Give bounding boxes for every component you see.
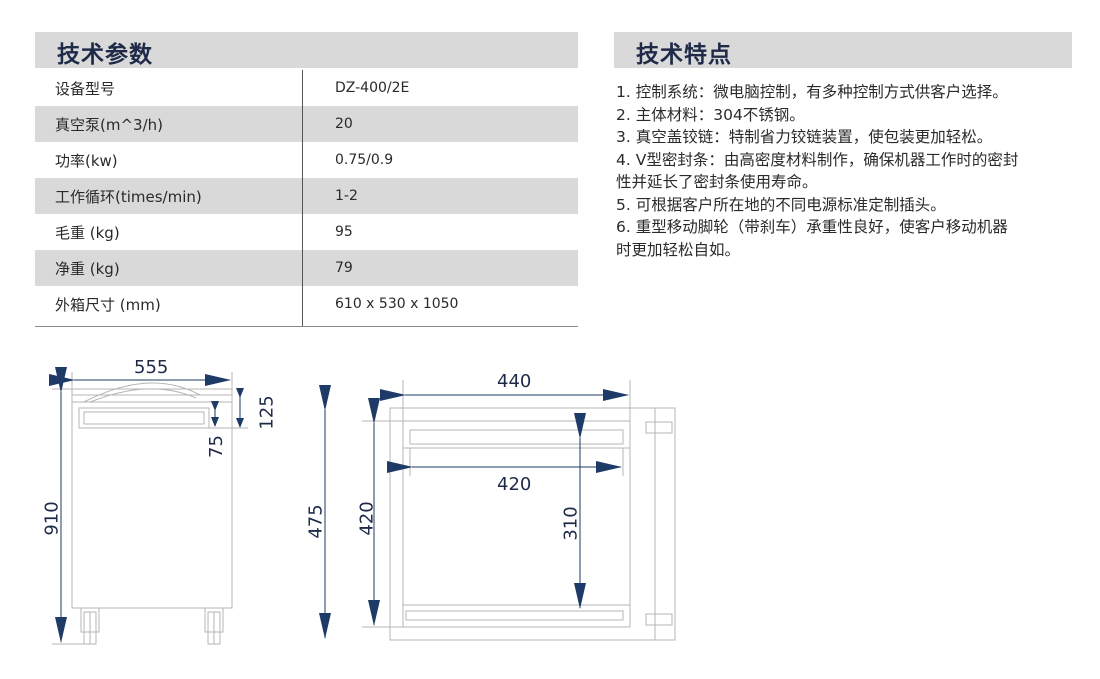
features-section-header: 技术特点 — [614, 32, 1072, 68]
spec-row-pump: 真空泵(m^3/h) 20 — [35, 106, 578, 142]
front-view-dimension-arrows — [49, 367, 244, 643]
feature-item: 3. 真空盖铰链：特制省力铰链装置，使包装更加轻松。 — [616, 128, 993, 146]
spec-row-model: 设备型号 DZ-400/2E — [35, 70, 578, 106]
spec-table: 设备型号 DZ-400/2E 真空泵(m^3/h) 20 功率(kw) 0.75… — [35, 70, 578, 322]
lid-height-label: 125 — [256, 395, 278, 430]
top-view-dimension-arrows — [319, 385, 629, 639]
features-list: 1. 控制系统：微电脑控制，有多种控制方式供客户选择。 2. 主体材料：304不… — [616, 81, 1076, 261]
spec-value: 95 — [335, 224, 353, 240]
spec-label: 毛重 (kg) — [55, 223, 120, 242]
spec-value: 1-2 — [335, 188, 358, 204]
feature-item: 5. 可根据客户所在地的不同电源标准定制插头。 — [616, 195, 946, 214]
spec-row-power: 功率(kw) 0.75/0.9 — [35, 142, 578, 178]
spec-label: 真空泵(m^3/h) — [55, 115, 163, 134]
spec-value: 0.75/0.9 — [335, 152, 394, 168]
spec-section-title: 技术参数 — [57, 42, 153, 68]
spec-row-cycle: 工作循环(times/min) 1-2 — [35, 178, 578, 214]
table-bottom-rule — [35, 326, 578, 327]
front-view-drawing — [52, 372, 248, 645]
spec-label: 功率(kw) — [55, 151, 118, 170]
spec-value: DZ-400/2E — [335, 80, 410, 96]
top-view-drawing — [362, 380, 676, 641]
features-section-title: 技术特点 — [636, 42, 732, 68]
top-depth-label: 475 — [305, 504, 327, 539]
spec-value: 79 — [335, 260, 353, 276]
chamber-depth-label: 420 — [356, 501, 378, 536]
spec-row-gross-weight: 毛重 (kg) 95 — [35, 214, 578, 250]
spec-label: 净重 (kg) — [55, 259, 120, 278]
spec-row-package-size: 外箱尺寸 (mm) 610 x 530 x 1050 — [35, 286, 578, 322]
spec-label: 设备型号 — [55, 79, 116, 98]
spec-value: 20 — [335, 116, 353, 132]
front-height-label: 910 — [41, 501, 63, 536]
feature-item: 1. 控制系统：微电脑控制，有多种控制方式供客户选择。 — [616, 83, 1008, 101]
feature-item: 2. 主体材料：304不锈钢。 — [616, 105, 805, 124]
front-width-label: 555 — [134, 357, 169, 378]
spec-label: 外箱尺寸 (mm) — [55, 295, 161, 314]
seal-width-label: 420 — [497, 474, 532, 495]
spec-label: 工作循环(times/min) — [55, 187, 202, 206]
feature-item: 4. V型密封条：由高密度材料制作，确保机器工作时的密封 性并延长了密封条使用寿… — [616, 150, 1019, 192]
column-divider — [302, 70, 303, 327]
seal-gap-label: 310 — [560, 506, 582, 541]
spec-value: 610 x 530 x 1050 — [335, 296, 459, 312]
chamber-depth-front-label: 75 — [205, 435, 227, 458]
spec-section-header: 技术参数 — [35, 32, 578, 68]
top-width-label: 440 — [497, 371, 532, 392]
feature-item: 6. 重型移动脚轮（带刹车）承重性良好，使客户移动机器 时更加轻松自如。 — [616, 218, 1008, 259]
spec-row-net-weight: 净重 (kg) 79 — [35, 250, 578, 286]
